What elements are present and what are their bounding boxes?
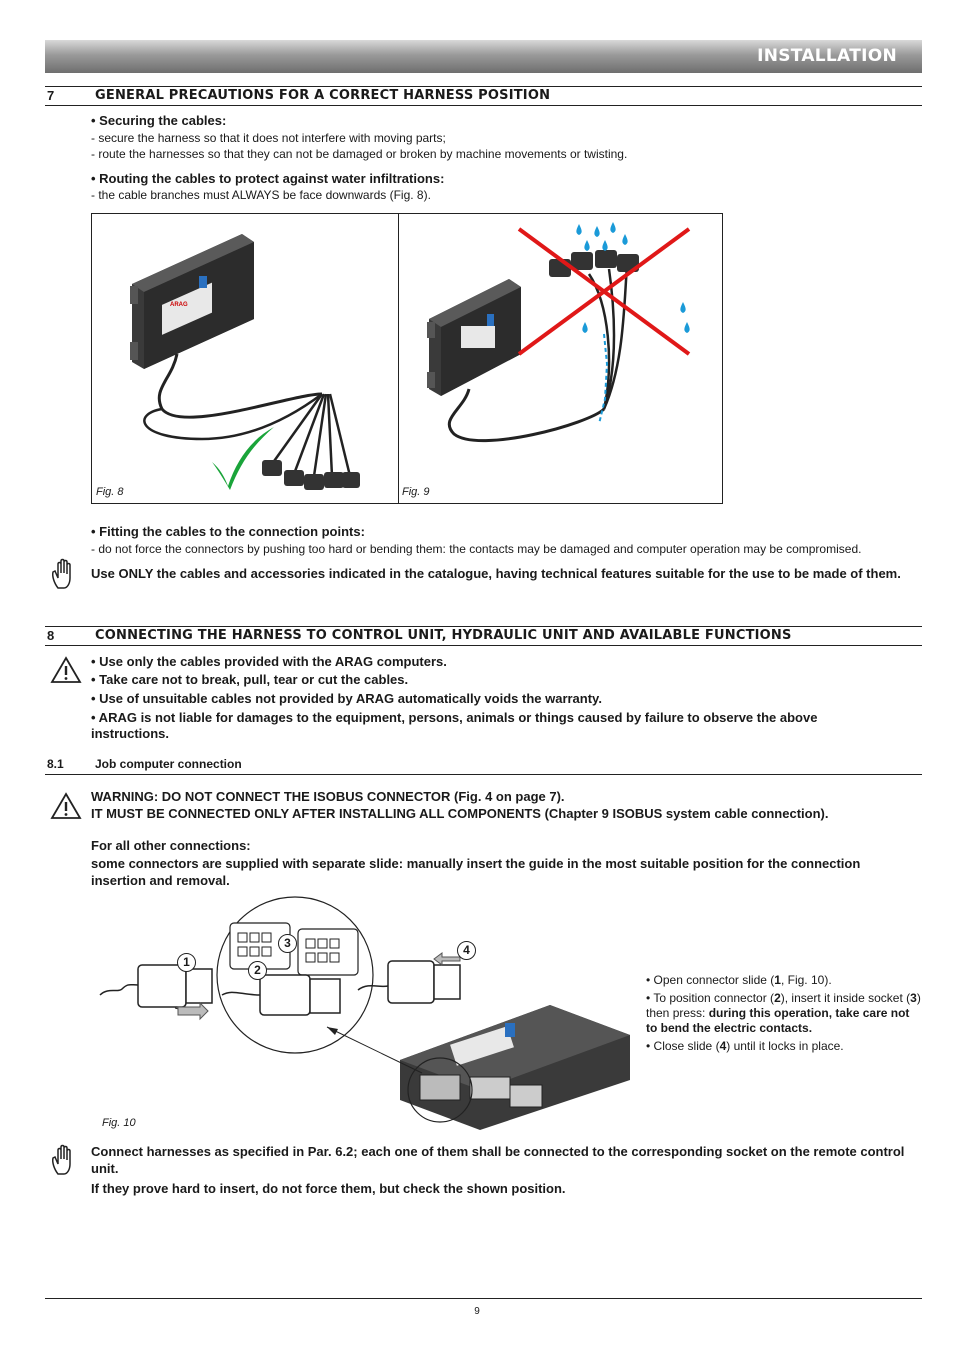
section-number: 8 (47, 628, 55, 643)
isobus-warning-2: IT MUST BE CONNECTED ONLY AFTER INSTALLI… (91, 806, 829, 821)
warning-icon (50, 792, 82, 819)
securing-line-1: - secure the harness so that it does not… (91, 131, 446, 145)
section-title: CONNECTING THE HARNESS TO CONTROL UNIT, … (95, 628, 792, 643)
fitting-line: - do not force the connectors by pushing… (91, 542, 862, 556)
fitting-title: • Fitting the cables to the connection p… (91, 524, 365, 539)
callout-4: 4 (457, 941, 476, 960)
check-icon (212, 427, 274, 490)
note-catalogue: Use ONLY the cables and accessories indi… (91, 566, 901, 581)
routing-title: • Routing the cables to protect against … (91, 171, 445, 186)
fig9-illustration (427, 222, 691, 443)
other-connections-text: some connectors are supplied with separa… (91, 856, 861, 888)
figure-divider (398, 214, 399, 503)
fig9-caption: Fig. 9 (402, 486, 430, 498)
section-8-heading: 8 CONNECTING THE HARNESS TO CONTROL UNIT… (45, 626, 922, 646)
securing-line-2: - route the harnesses so that they can n… (91, 147, 628, 161)
section-8-1-heading: 8.1 Job computer connection (45, 756, 922, 775)
section-title: GENERAL PRECAUTIONS FOR A CORRECT HARNES… (95, 88, 551, 103)
securing-title: • Securing the cables: (91, 113, 227, 128)
callout-3: 3 (278, 934, 297, 953)
warning-line-4: • ARAG is not liable for damages to the … (91, 710, 818, 741)
step-position-connector: • To position connector (2), insert it i… (646, 991, 921, 1035)
isobus-warning-1: WARNING: DO NOT CONNECT THE ISOBUS CONNE… (91, 789, 565, 804)
step-close-slide: • Close slide (4) until it locks in plac… (646, 1039, 844, 1053)
section-title: Job computer connection (95, 757, 242, 771)
figure-8-9: ARAG Fig. 8 (91, 213, 723, 504)
section-number: 8.1 (47, 757, 64, 771)
final-note-1: Connect harnesses as specified in Par. 6… (91, 1144, 905, 1176)
final-note-2: If they prove hard to insert, do not for… (91, 1181, 566, 1196)
fig10-caption: Fig. 10 (102, 1117, 136, 1129)
fig10-illustration (99, 896, 630, 1130)
footer-divider (45, 1298, 922, 1299)
other-connections-title: For all other connections: (91, 838, 251, 853)
hand-stop-icon (52, 1144, 71, 1175)
device-label: ARAG (170, 302, 188, 308)
fig8-illustration: ARAG (130, 234, 360, 490)
step-open-slide: • Open connector slide (1, Fig. 10). (646, 973, 832, 987)
water-drops-icon (576, 222, 690, 333)
routing-line: - the cable branches must ALWAYS be face… (91, 188, 431, 202)
hand-stop-icon (52, 558, 71, 589)
callout-1: 1 (177, 953, 196, 972)
fig8-caption: Fig. 8 (96, 486, 124, 498)
page-number: 9 (474, 1306, 480, 1317)
section-7-heading: 7 GENERAL PRECAUTIONS FOR A CORRECT HARN… (45, 86, 922, 106)
warning-icon (50, 656, 82, 683)
section-number: 7 (47, 88, 55, 103)
header-banner: INSTALLATION (45, 40, 922, 73)
header-title: INSTALLATION (757, 46, 897, 66)
callout-2: 2 (248, 961, 267, 980)
warning-line-3: • Use of unsuitable cables not provided … (91, 691, 602, 706)
warning-line-1: • Use only the cables provided with the … (91, 654, 447, 669)
warning-line-2: • Take care not to break, pull, tear or … (91, 672, 409, 687)
